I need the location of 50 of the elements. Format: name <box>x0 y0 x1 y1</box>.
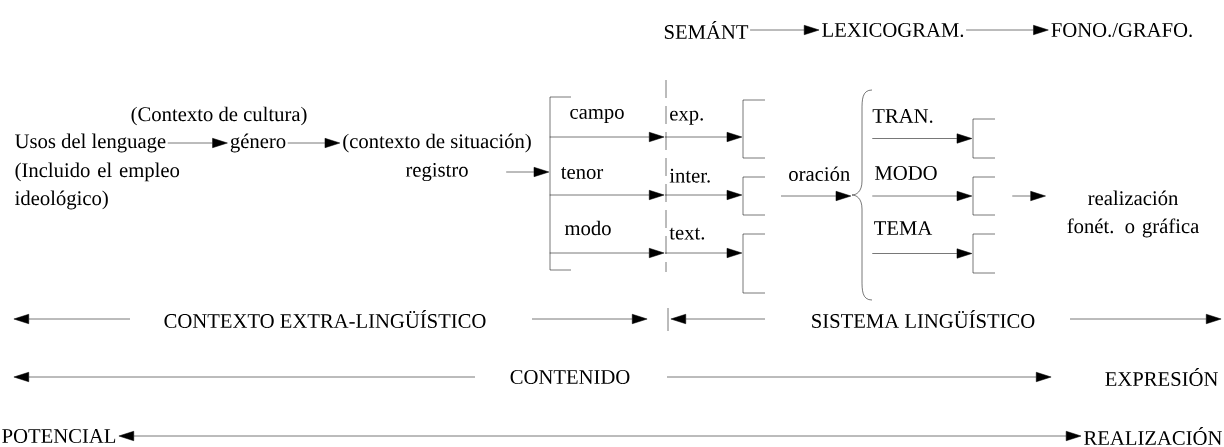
arrow <box>965 25 1049 35</box>
note-text: (contexto de situación) <box>343 133 531 153</box>
term-label: género <box>230 133 286 153</box>
note-text: (Contexto de cultura) <box>131 106 307 126</box>
edge-label: TRAN. <box>872 109 933 123</box>
term-label: exp. <box>670 110 703 125</box>
arrow <box>664 190 743 200</box>
arrow <box>549 190 665 200</box>
term-label: Usos del lenguage <box>15 133 166 153</box>
bracket-symbol <box>972 233 996 274</box>
arrow <box>1012 191 1046 201</box>
span-label: CONTENIDO <box>510 370 630 384</box>
span-label: SISTEMA LINGÜÍSTICO <box>812 310 1035 328</box>
arrow <box>549 132 665 142</box>
edge-label: tenor <box>561 167 604 179</box>
edge-label: modo <box>564 220 611 236</box>
term-label: REALIZACIÓN <box>1084 427 1222 445</box>
term-label: SEMÁNT <box>664 21 749 39</box>
term-label: POTENCIAL <box>2 429 116 443</box>
arrow <box>749 25 820 35</box>
arrow <box>118 431 1082 441</box>
arrow <box>664 132 743 142</box>
edge-label: TEMA <box>874 221 933 235</box>
term-label: registro <box>405 162 468 182</box>
arrow <box>780 191 852 201</box>
term-label: LEXICOGRAM. <box>822 23 964 37</box>
term-label: inter. <box>669 168 710 183</box>
arrow <box>505 167 550 177</box>
bracket-symbol <box>742 99 766 159</box>
term-label: FONO./GRAFO. <box>1051 23 1192 37</box>
arrow <box>287 138 341 148</box>
bracket-symbol <box>972 118 996 159</box>
arrow <box>872 191 973 201</box>
term-label: text. <box>669 227 705 240</box>
bracket-symbol <box>742 233 766 294</box>
edge-label: MODO <box>875 166 937 180</box>
bracket-symbol <box>972 176 996 216</box>
bracket-symbol <box>742 176 766 216</box>
term-label: realización fonét. o gráfica <box>1067 190 1199 238</box>
edge-label: campo <box>570 108 624 124</box>
note-text: (Incluido el empleo ideológico) <box>15 162 180 210</box>
span-label: CONTEXTO EXTRA-LINGÜÍSTICO <box>164 310 486 328</box>
arrow <box>549 248 665 258</box>
term-label: oración <box>789 166 850 182</box>
arrow <box>664 248 743 258</box>
span-label: EXPRESIÓN <box>1105 368 1218 386</box>
curly-brace <box>851 89 873 301</box>
arrow <box>167 138 228 148</box>
arrow <box>872 133 973 144</box>
arrow <box>872 248 973 259</box>
